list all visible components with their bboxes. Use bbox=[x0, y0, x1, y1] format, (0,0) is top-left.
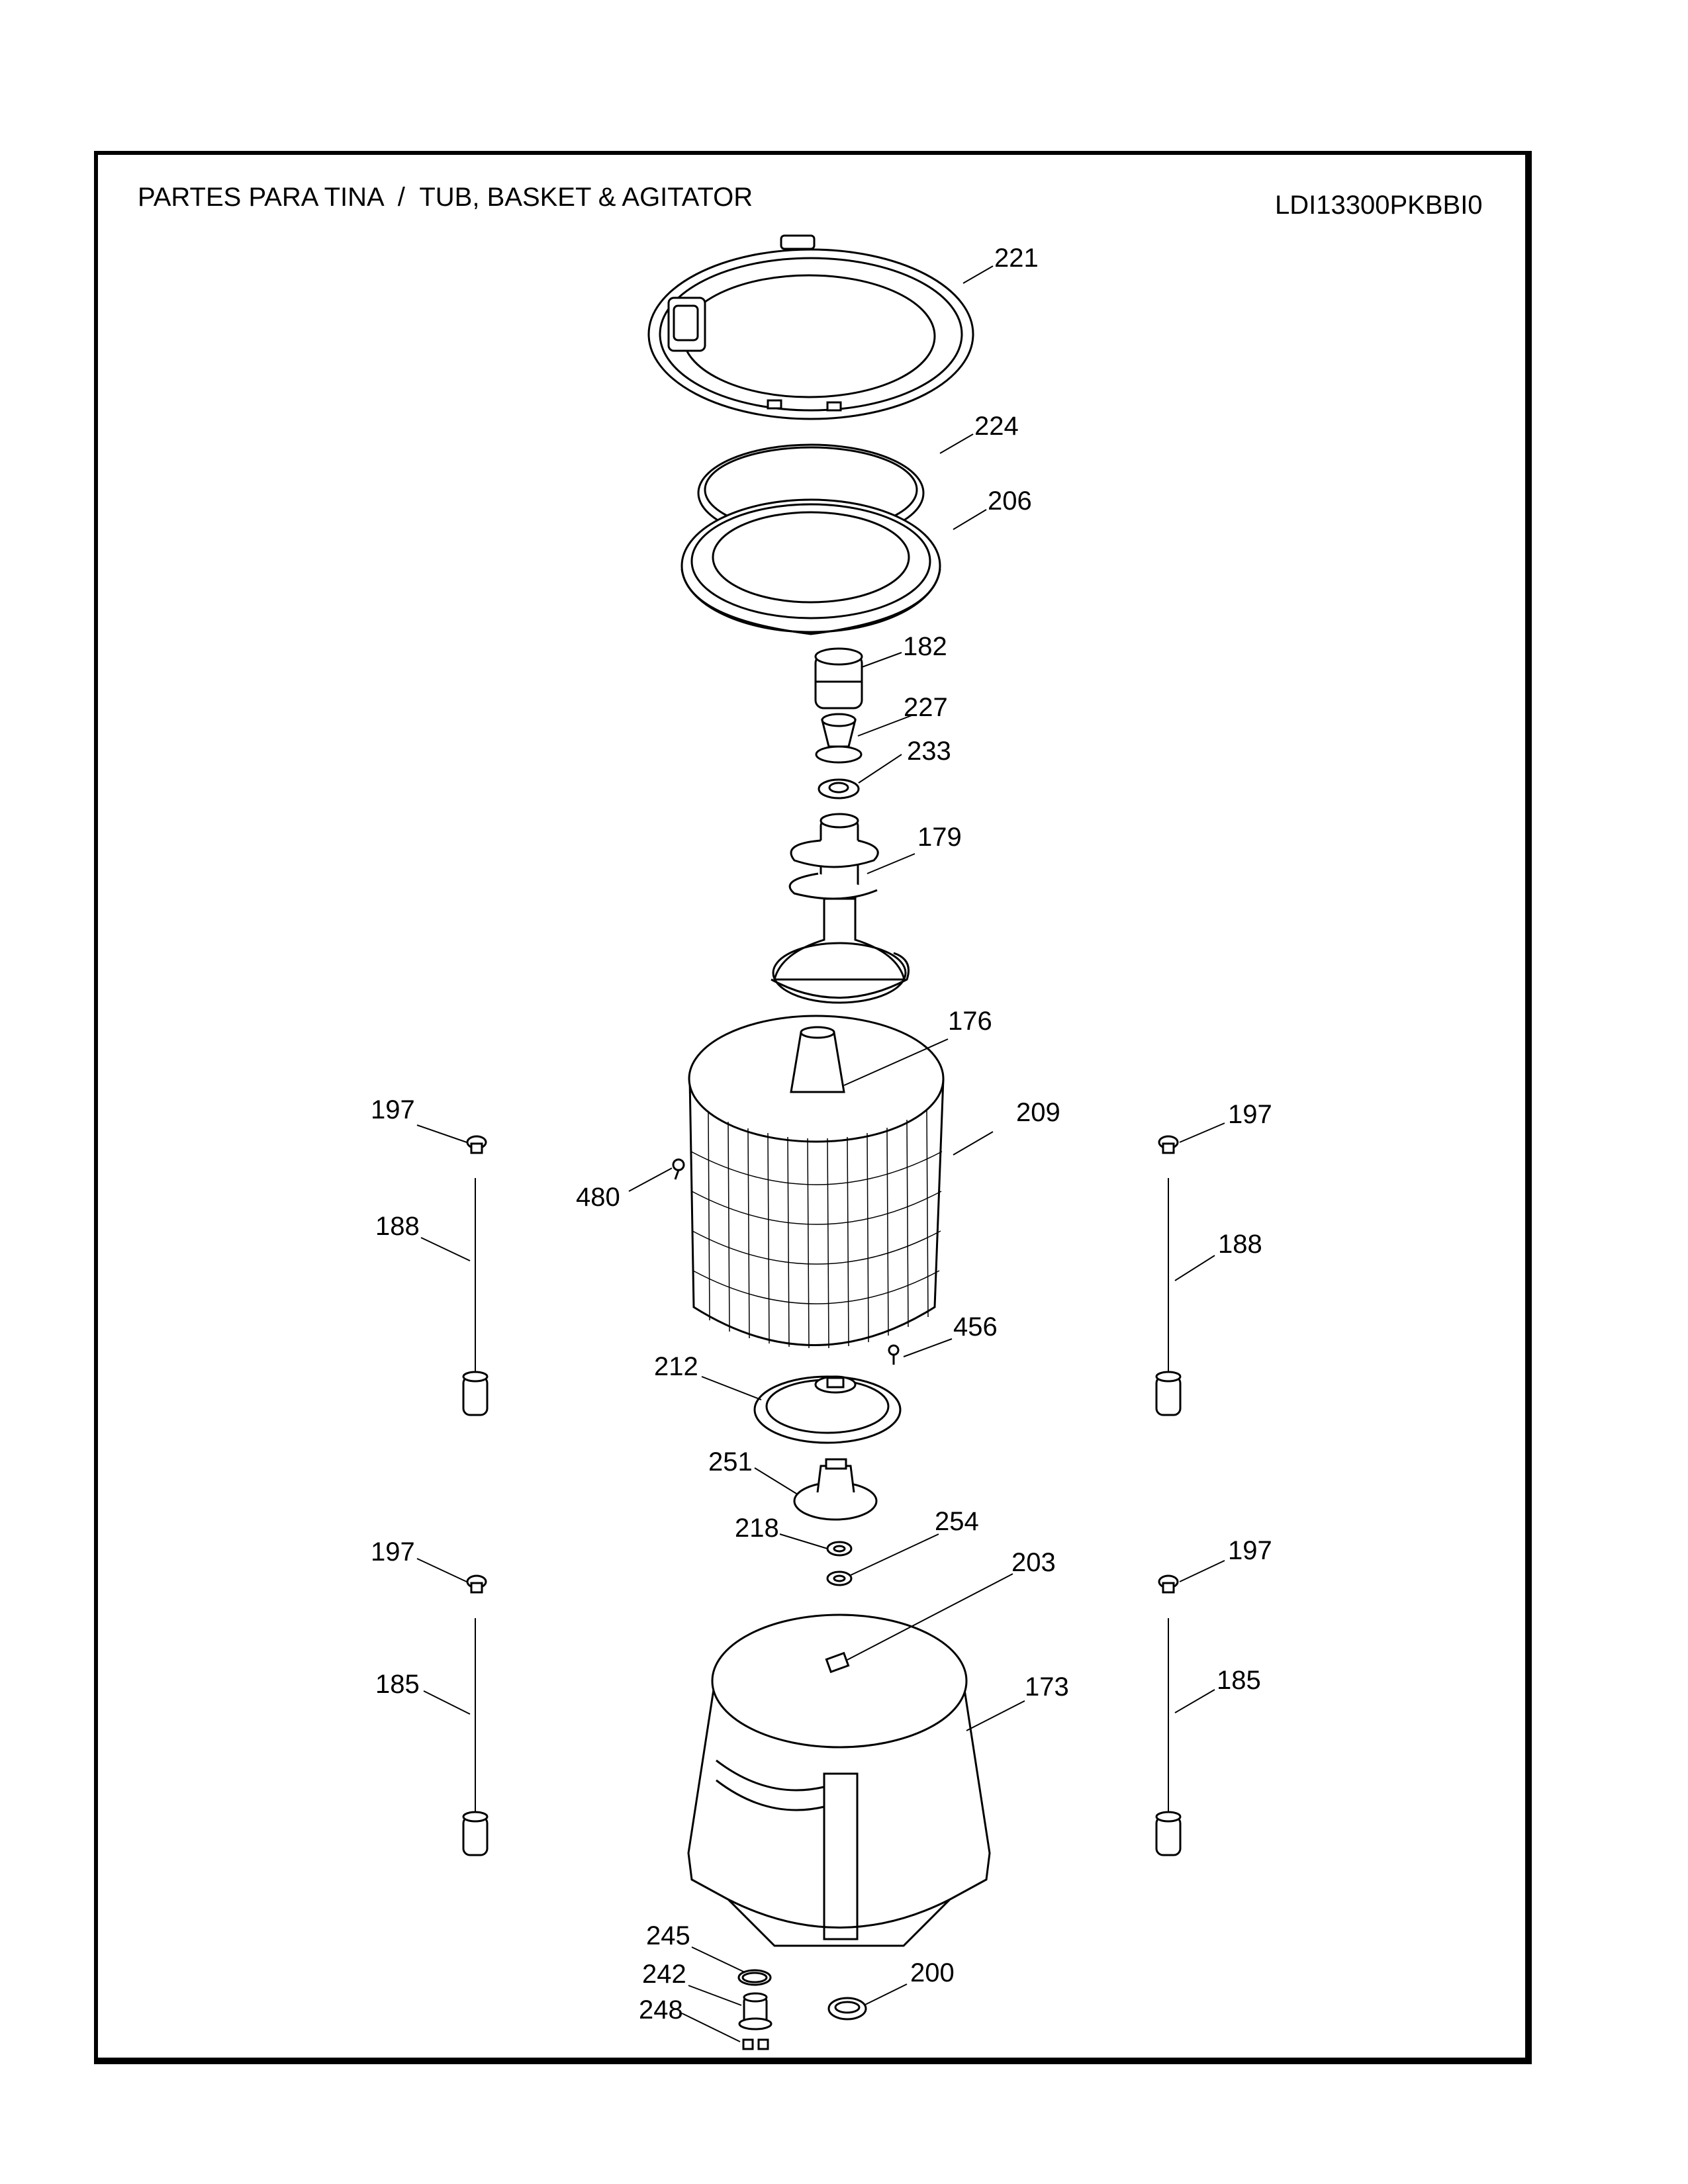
callout-227: 227 bbox=[904, 693, 948, 722]
part-suspension-rod-lower-right bbox=[1155, 1574, 1182, 1856]
callout-224: 224 bbox=[974, 412, 1019, 441]
callout-480: 480 bbox=[576, 1183, 620, 1212]
callout-221: 221 bbox=[994, 244, 1039, 273]
callout-245: 245 bbox=[646, 1921, 690, 1950]
part-agitator bbox=[771, 813, 910, 1004]
callout-218: 218 bbox=[735, 1514, 779, 1543]
diagram-frame bbox=[94, 151, 1532, 2064]
callout-173: 173 bbox=[1025, 1672, 1069, 1702]
callout-197-lower-right: 197 bbox=[1228, 1536, 1272, 1565]
callout-188-left: 188 bbox=[375, 1212, 420, 1241]
part-suspension-rod-upper-left bbox=[462, 1135, 489, 1416]
part-basket-hub bbox=[753, 1375, 902, 1444]
callout-labels: 221 224 206 182 227 233 179 176 209 197 … bbox=[371, 244, 1272, 2025]
callout-188-right: 188 bbox=[1218, 1230, 1262, 1259]
part-nut bbox=[826, 1541, 853, 1557]
part-cam bbox=[815, 713, 863, 764]
callout-197-upper-right: 197 bbox=[1228, 1100, 1272, 1129]
callout-206: 206 bbox=[988, 486, 1032, 516]
part-bushing bbox=[818, 778, 860, 799]
part-o-ring bbox=[737, 1969, 772, 1986]
part-tub-cover bbox=[647, 234, 974, 420]
part-screw-456 bbox=[888, 1344, 900, 1365]
part-suspension-rod-lower-left bbox=[462, 1574, 489, 1856]
callout-185-left: 185 bbox=[375, 1670, 420, 1699]
callout-176: 176 bbox=[948, 1007, 992, 1036]
callout-182: 182 bbox=[903, 632, 947, 661]
part-outer-tub bbox=[687, 1614, 991, 1947]
part-washer bbox=[826, 1570, 853, 1586]
part-drain-cap bbox=[738, 1992, 773, 2030]
callout-248: 248 bbox=[639, 1995, 683, 2025]
part-balance-ring bbox=[680, 498, 941, 635]
callout-456: 456 bbox=[953, 1312, 998, 1342]
model-number: LDI13300PKBBI0 bbox=[1275, 191, 1483, 220]
part-tub-seal bbox=[827, 1997, 867, 2021]
callout-185-right: 185 bbox=[1217, 1666, 1261, 1695]
page-title: PARTES PARA TINA / TUB, BASKET & AGITATO… bbox=[138, 183, 753, 212]
callout-179: 179 bbox=[917, 823, 962, 852]
leader-lines bbox=[416, 265, 1225, 2042]
part-agitator-cap bbox=[814, 647, 863, 709]
part-drive-hub bbox=[793, 1458, 878, 1521]
callout-251: 251 bbox=[708, 1447, 753, 1477]
callout-212: 212 bbox=[654, 1352, 698, 1381]
callout-203: 203 bbox=[1011, 1548, 1056, 1577]
part-clips bbox=[742, 2038, 769, 2050]
callout-233: 233 bbox=[907, 737, 951, 766]
part-screw-480 bbox=[672, 1158, 685, 1180]
part-wash-basket bbox=[688, 1015, 945, 1349]
callout-254: 254 bbox=[935, 1507, 979, 1536]
callout-209: 209 bbox=[1016, 1098, 1060, 1127]
callout-200: 200 bbox=[910, 1958, 955, 1987]
callout-197-lower-left: 197 bbox=[371, 1537, 415, 1567]
callout-242: 242 bbox=[642, 1960, 686, 1989]
callout-197-upper-left: 197 bbox=[371, 1095, 415, 1124]
part-suspension-rod-upper-right bbox=[1155, 1135, 1182, 1416]
